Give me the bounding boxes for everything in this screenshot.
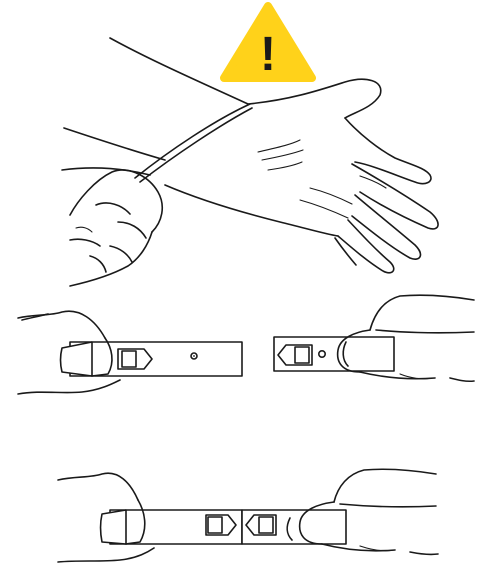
joined-strips-illustration: 1 1 (58, 469, 438, 562)
warning-symbol: ! (260, 28, 276, 81)
warning-icon: ! (224, 6, 312, 81)
strip-left: 1 (61, 338, 243, 376)
separated-strips-illustration: 1 1 (18, 295, 474, 394)
strip-joined: 1 1 (101, 500, 347, 544)
strip-right: 1 (274, 337, 394, 371)
